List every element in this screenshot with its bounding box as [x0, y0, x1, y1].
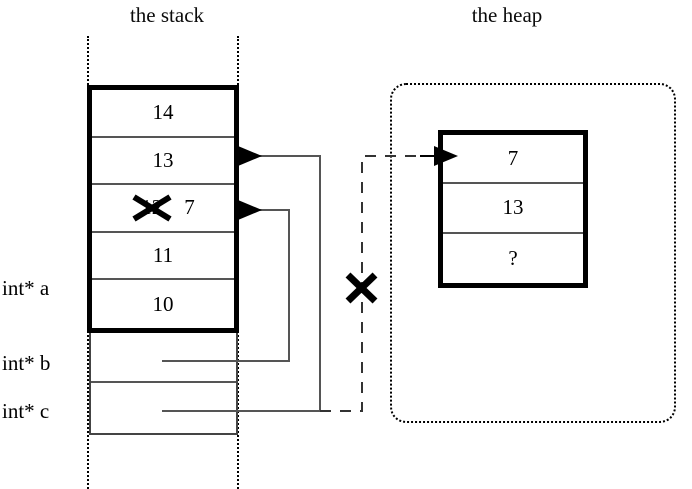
stack-array: 14 13 12 7 11 10 — [87, 85, 239, 333]
stack-pointer-row-c — [91, 383, 236, 433]
cancel-x-icon — [345, 272, 378, 304]
heap-cell-1: 13 — [443, 184, 583, 234]
stack-pointer-rows — [89, 333, 238, 435]
stack-cell-2-new-value: 7 — [184, 195, 195, 220]
variable-label-b: int* b — [2, 351, 51, 375]
stack-cell-3: 11 — [92, 233, 234, 281]
stack-cell-0-value: 14 — [152, 100, 174, 125]
stack-cell-2-old-value-wrapper: 12 — [132, 194, 172, 222]
heap-array: 7 13 ? — [438, 130, 588, 288]
stack-cell-4: 10 — [92, 280, 234, 328]
heap-cell-2: ? — [443, 234, 583, 283]
stack-cell-4-value: 10 — [152, 291, 174, 316]
stack-pointer-row-b — [91, 333, 236, 383]
stack-cell-1-value: 13 — [152, 147, 174, 172]
heap-cell-1-value: 13 — [502, 195, 524, 220]
heap-cell-0: 7 — [443, 135, 583, 185]
heap-region-title: the heap — [471, 3, 543, 27]
stack-cell-2: 12 7 — [92, 185, 234, 233]
stack-cell-1: 13 — [92, 138, 234, 186]
stack-cell-0: 14 — [92, 90, 234, 138]
stack-cell-2-old-value: 12 — [141, 195, 163, 220]
heap-cell-2-value: ? — [508, 245, 518, 270]
heap-cell-0-value: 7 — [507, 146, 519, 171]
variable-label-c: int* c — [2, 399, 50, 423]
stack-region-title: the stack — [129, 3, 205, 27]
stack-cell-3-value: 11 — [152, 243, 174, 268]
variable-label-a: int* a — [2, 276, 50, 300]
